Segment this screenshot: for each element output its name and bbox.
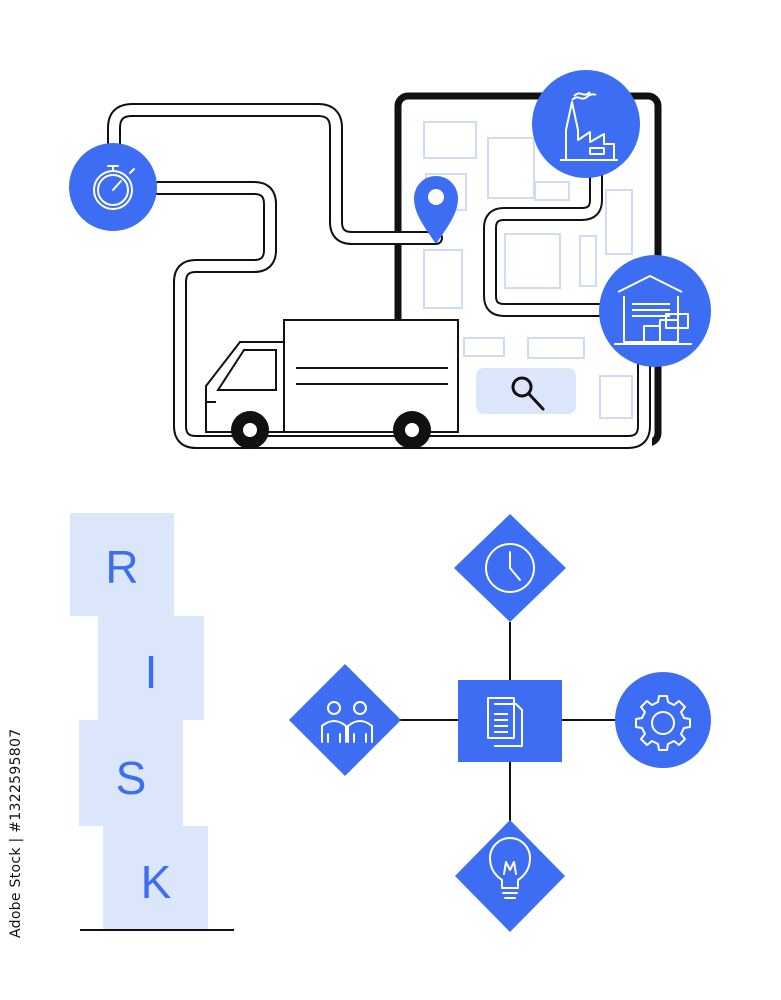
team-icon	[321, 701, 373, 743]
map-search-bar[interactable]	[476, 368, 576, 414]
lightbulb-node	[455, 820, 565, 932]
stock-id-label: Adobe Stock | #1322595807	[8, 728, 24, 938]
risk-blocks-stack: R I S K	[70, 513, 234, 931]
search-icon	[511, 376, 545, 411]
risk-letter-r: R	[105, 541, 138, 593]
risk-letter-s: S	[116, 752, 147, 804]
risk-letter-k: K	[141, 856, 172, 908]
map-pin-icon	[414, 176, 458, 244]
network-connectors	[400, 622, 616, 822]
factory-node	[532, 70, 640, 178]
clock-node	[454, 514, 566, 622]
stopwatch-icon	[93, 165, 135, 210]
risk-letter-i: I	[145, 646, 158, 698]
gear-node	[615, 672, 711, 768]
document-icon	[487, 697, 523, 747]
route-road	[107, 103, 651, 449]
warehouse-icon	[614, 275, 692, 345]
document-node	[458, 680, 562, 762]
logistics-map-group	[69, 70, 711, 449]
risk-block-r	[70, 513, 174, 616]
risk-block-i	[98, 616, 204, 720]
map-blocks	[423, 121, 633, 419]
lightbulb-icon	[489, 837, 531, 899]
factory-icon	[560, 91, 618, 161]
clock-icon	[485, 543, 535, 593]
warehouse-node	[599, 255, 711, 367]
network-diagram	[289, 514, 711, 932]
stopwatch-node	[69, 143, 157, 231]
delivery-truck-icon	[205, 319, 459, 449]
risk-block-s	[79, 720, 183, 826]
team-node	[289, 664, 401, 776]
risk-block-k	[103, 826, 208, 930]
gear-icon	[635, 695, 691, 751]
